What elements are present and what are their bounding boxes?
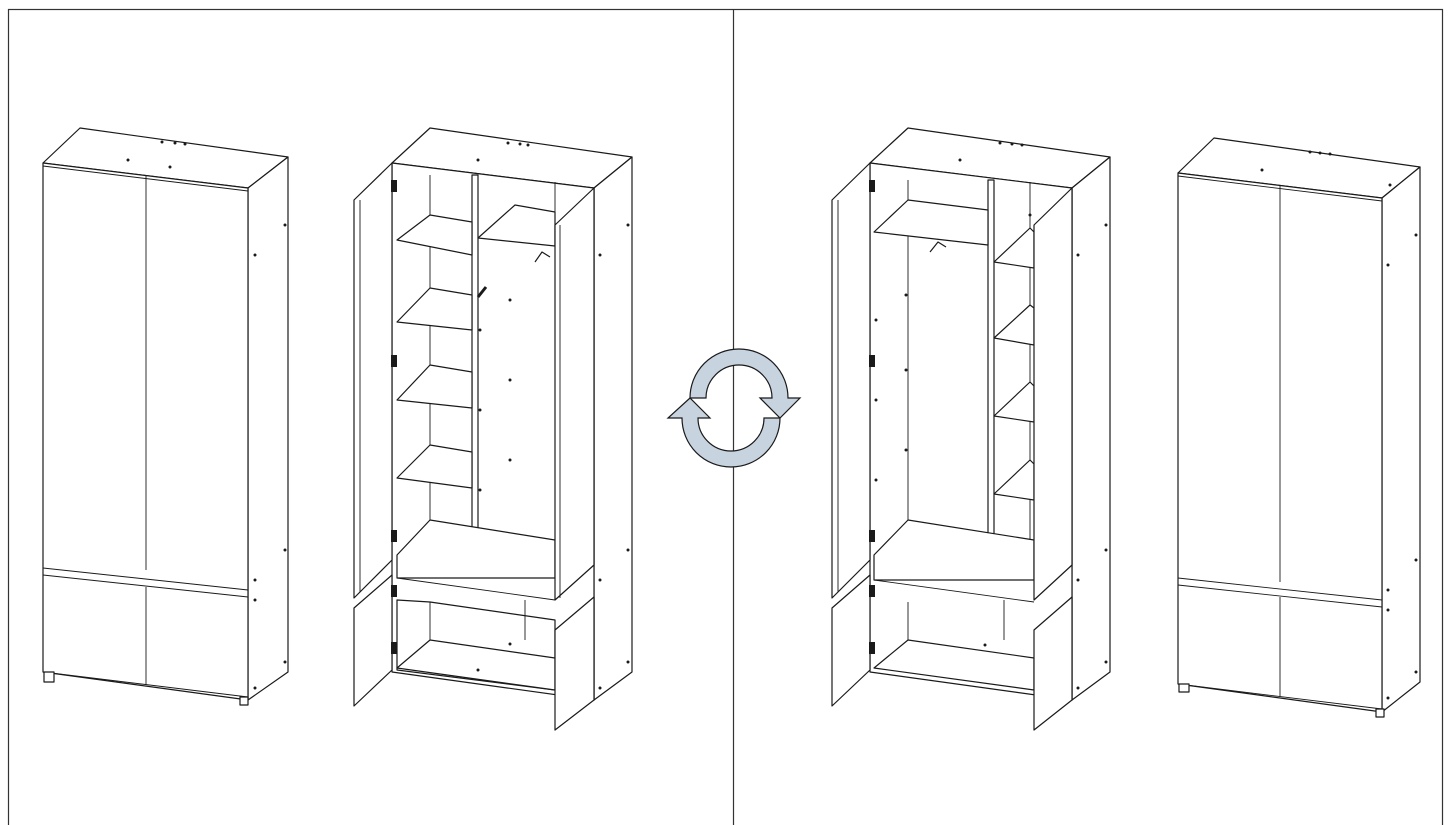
wardrobe-closed-right — [1177, 137, 1421, 718]
wardrobe-open-right — [831, 127, 1111, 731]
wardrobe-closed-left — [42, 127, 289, 706]
rotate-arrows-icon — [666, 348, 802, 468]
panel-frame — [7, 8, 1444, 825]
wardrobe-open-left — [353, 127, 633, 731]
